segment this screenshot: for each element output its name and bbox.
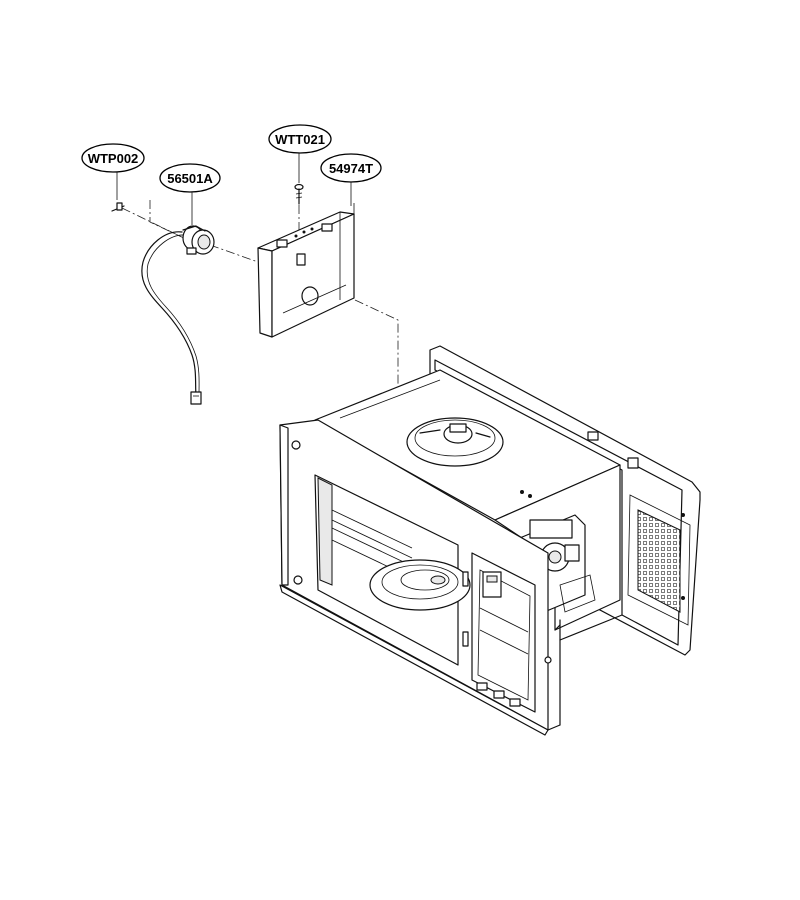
assembly-lines [121, 200, 399, 395]
callout-wtt021[interactable]: WTT021 [268, 124, 332, 183]
screw-wtt021 [294, 183, 304, 205]
screw-wtp002 [111, 202, 125, 212]
bracket-54974t [257, 203, 355, 338]
callout-56501a-label: 56501A [167, 171, 213, 186]
callout-54974t-label: 54974T [329, 161, 373, 176]
callout-54974t[interactable]: 54974T [320, 153, 382, 206]
ventilation-grille [637, 509, 681, 613]
callout-wtp002[interactable]: WTP002 [81, 143, 145, 200]
callout-wtt021-label: WTT021 [275, 132, 325, 147]
motor-56501a [141, 225, 215, 405]
callout-wtp002-label: WTP002 [88, 151, 139, 166]
microwave-chassis [279, 345, 701, 736]
callout-56501a[interactable]: 56501A [159, 163, 221, 225]
